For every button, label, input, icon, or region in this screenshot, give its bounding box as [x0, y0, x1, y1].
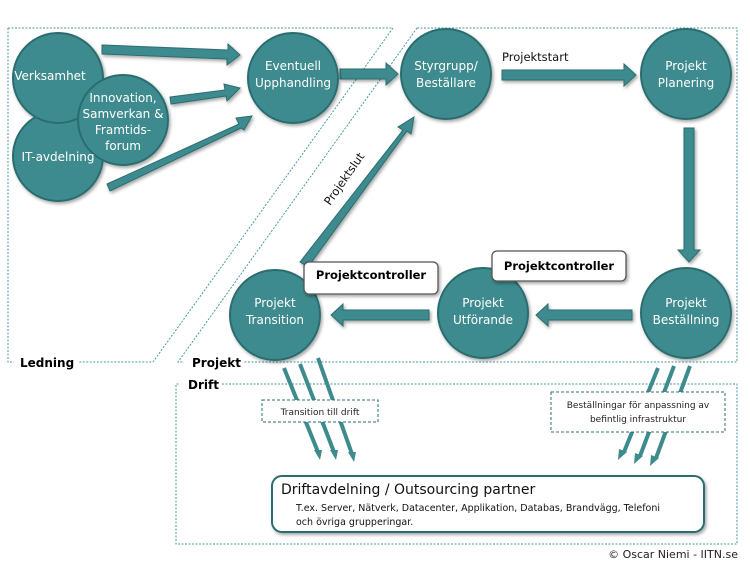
node-label-upphandling-1: Eventuell [265, 59, 321, 73]
arrow-innovation-upphandling [169, 83, 241, 105]
node-label-styrgrupp-2: Beställare [416, 76, 476, 90]
node-label-innovation-4: forum [105, 139, 141, 153]
node-transition[interactable] [229, 269, 321, 361]
arrow-it-upphandling [106, 115, 253, 192]
zone-label-ledning: Ledning [20, 356, 74, 370]
transition-arrowhead [314, 450, 322, 460]
arrow-upphandling-styrgrupp [339, 61, 399, 87]
note-bestallningar: Beställningar för anpassning av befintli… [550, 391, 726, 433]
node-upphandling[interactable] [247, 32, 339, 124]
node-innovation[interactable] [77, 74, 169, 166]
drift-box-title: Driftavdelning / Outsourcing partner [281, 482, 536, 498]
arrow-projektslut [299, 115, 415, 268]
node-label-utforande-1: Projekt [462, 296, 504, 310]
node-label-verksamhet: Verksamhet [14, 69, 86, 83]
svg-text:Beställningar för anpassning a: Beställningar för anpassning av [567, 401, 710, 411]
node-verksamhet[interactable] [12, 32, 104, 124]
note-transition-till-drift: Transition till drift [261, 399, 379, 423]
zone-drift-border [175, 383, 738, 545]
svg-text:Transition till drift: Transition till drift [280, 408, 360, 418]
node-label-planering-2: Planering [658, 76, 714, 90]
controller-box-right [491, 250, 627, 282]
drift-box [271, 475, 705, 533]
transition-arrowhead [330, 450, 338, 460]
arrow-planering-bestallning [676, 127, 702, 263]
node-label-it-avdelning: IT-avdelning [21, 150, 94, 164]
node-label-transition-1: Projekt [254, 296, 296, 310]
transition-arrowhead [348, 452, 356, 462]
node-label-upphandling-2: Upphandling [255, 76, 331, 90]
arrow-projektstart [501, 62, 637, 88]
node-label-utforande-2: Utförande [453, 313, 513, 327]
node-bestallning[interactable] [640, 267, 732, 359]
bestallning-arrowhead [618, 449, 627, 460]
node-label-transition-2: Transition [245, 313, 304, 327]
zone-label-drift: Drift [188, 378, 219, 392]
arrow-verksamhet-upphandling [101, 42, 241, 67]
node-label-innovation-3: Framtids- [95, 123, 151, 137]
node-styrgrupp[interactable] [400, 28, 492, 120]
edge-label-projektstart: Projektstart [502, 50, 569, 64]
controller-label-right: Projektcontroller [504, 259, 615, 273]
drift-box-desc-1: T.ex. Server, Nätverk, Datacenter, Appli… [295, 503, 660, 514]
node-label-styrgrupp-1: Styrgrupp/ [414, 59, 479, 73]
node-label-bestallning-2: Beställning [653, 313, 720, 327]
copyright-text: © Oscar Niemi - IITN.se [608, 548, 738, 561]
controller-box-left [303, 261, 439, 295]
svg-text:befintlig infrastruktur: befintlig infrastruktur [590, 415, 686, 425]
controller-label-left: Projektcontroller [316, 268, 427, 282]
node-utforande[interactable] [437, 267, 529, 359]
bestallning-arrowhead [634, 453, 643, 464]
zone-projekt-border [177, 27, 738, 363]
bestallning-arrowhead [650, 455, 659, 466]
node-label-innovation-1: Innovation, [89, 91, 156, 105]
node-label-innovation-2: Samverkan & [83, 107, 164, 121]
node-label-planering-1: Projekt [665, 59, 707, 73]
edge-label-projektslut: Projektslut [321, 150, 368, 208]
zone-ledning-border [7, 27, 394, 363]
node-planering[interactable] [640, 28, 732, 120]
arrow-utforande-transition [330, 302, 430, 328]
node-label-bestallning-1: Projekt [665, 296, 707, 310]
arrow-bestallning-utforande [535, 302, 633, 328]
zone-label-projekt: Projekt [192, 356, 241, 370]
drift-box-desc-2: och övriga grupperingar. [296, 517, 413, 528]
